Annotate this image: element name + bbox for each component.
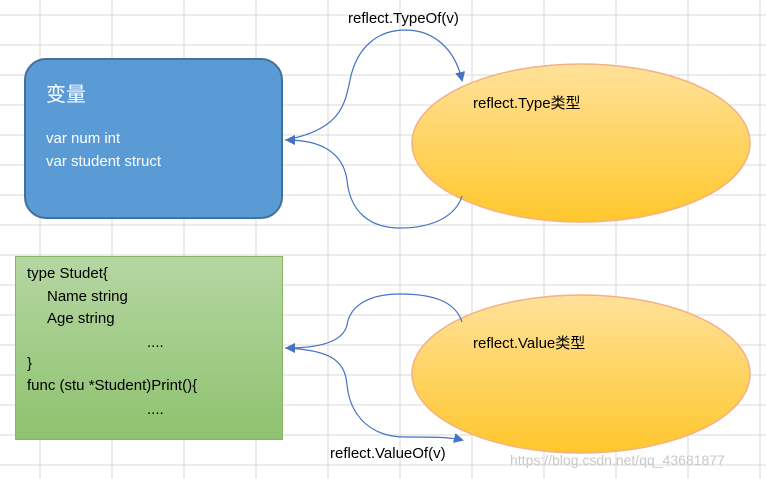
code-line-name: Name string (47, 288, 128, 305)
code-line-ellipsis-1: .... (147, 334, 164, 351)
valueof-arrow (284, 347, 464, 443)
value-ellipse (411, 294, 751, 454)
variable-line-num: var num int (46, 130, 121, 147)
code-line-age: Age string (47, 310, 115, 327)
typeof-label: reflect.TypeOf(v) (348, 10, 459, 27)
code-line-ellipsis-2: .... (147, 401, 164, 418)
valueof-label: reflect.ValueOf(v) (330, 445, 446, 462)
code-line-func: func (stu *Student)Print(){ (27, 377, 198, 394)
value-return-arrow (285, 293, 463, 353)
type-ellipse-label: reflect.Type类型 (473, 95, 581, 112)
struct-box: type Studet{ Name string Age string ....… (15, 256, 283, 440)
type-return-arrow (285, 135, 463, 229)
code-line-close-brace: } (27, 355, 33, 372)
typeof-arrow (284, 29, 466, 141)
code-line-type: type Studet{ (27, 265, 108, 282)
variable-line-student: var student struct (46, 153, 162, 170)
variable-title: 变量 (46, 84, 86, 106)
variable-box: 变量 var num int var student struct (24, 58, 283, 219)
value-ellipse-label: reflect.Value类型 (473, 335, 586, 352)
watermark: https://blog.csdn.net/qq_43681877 (510, 452, 725, 468)
type-ellipse (411, 63, 751, 223)
